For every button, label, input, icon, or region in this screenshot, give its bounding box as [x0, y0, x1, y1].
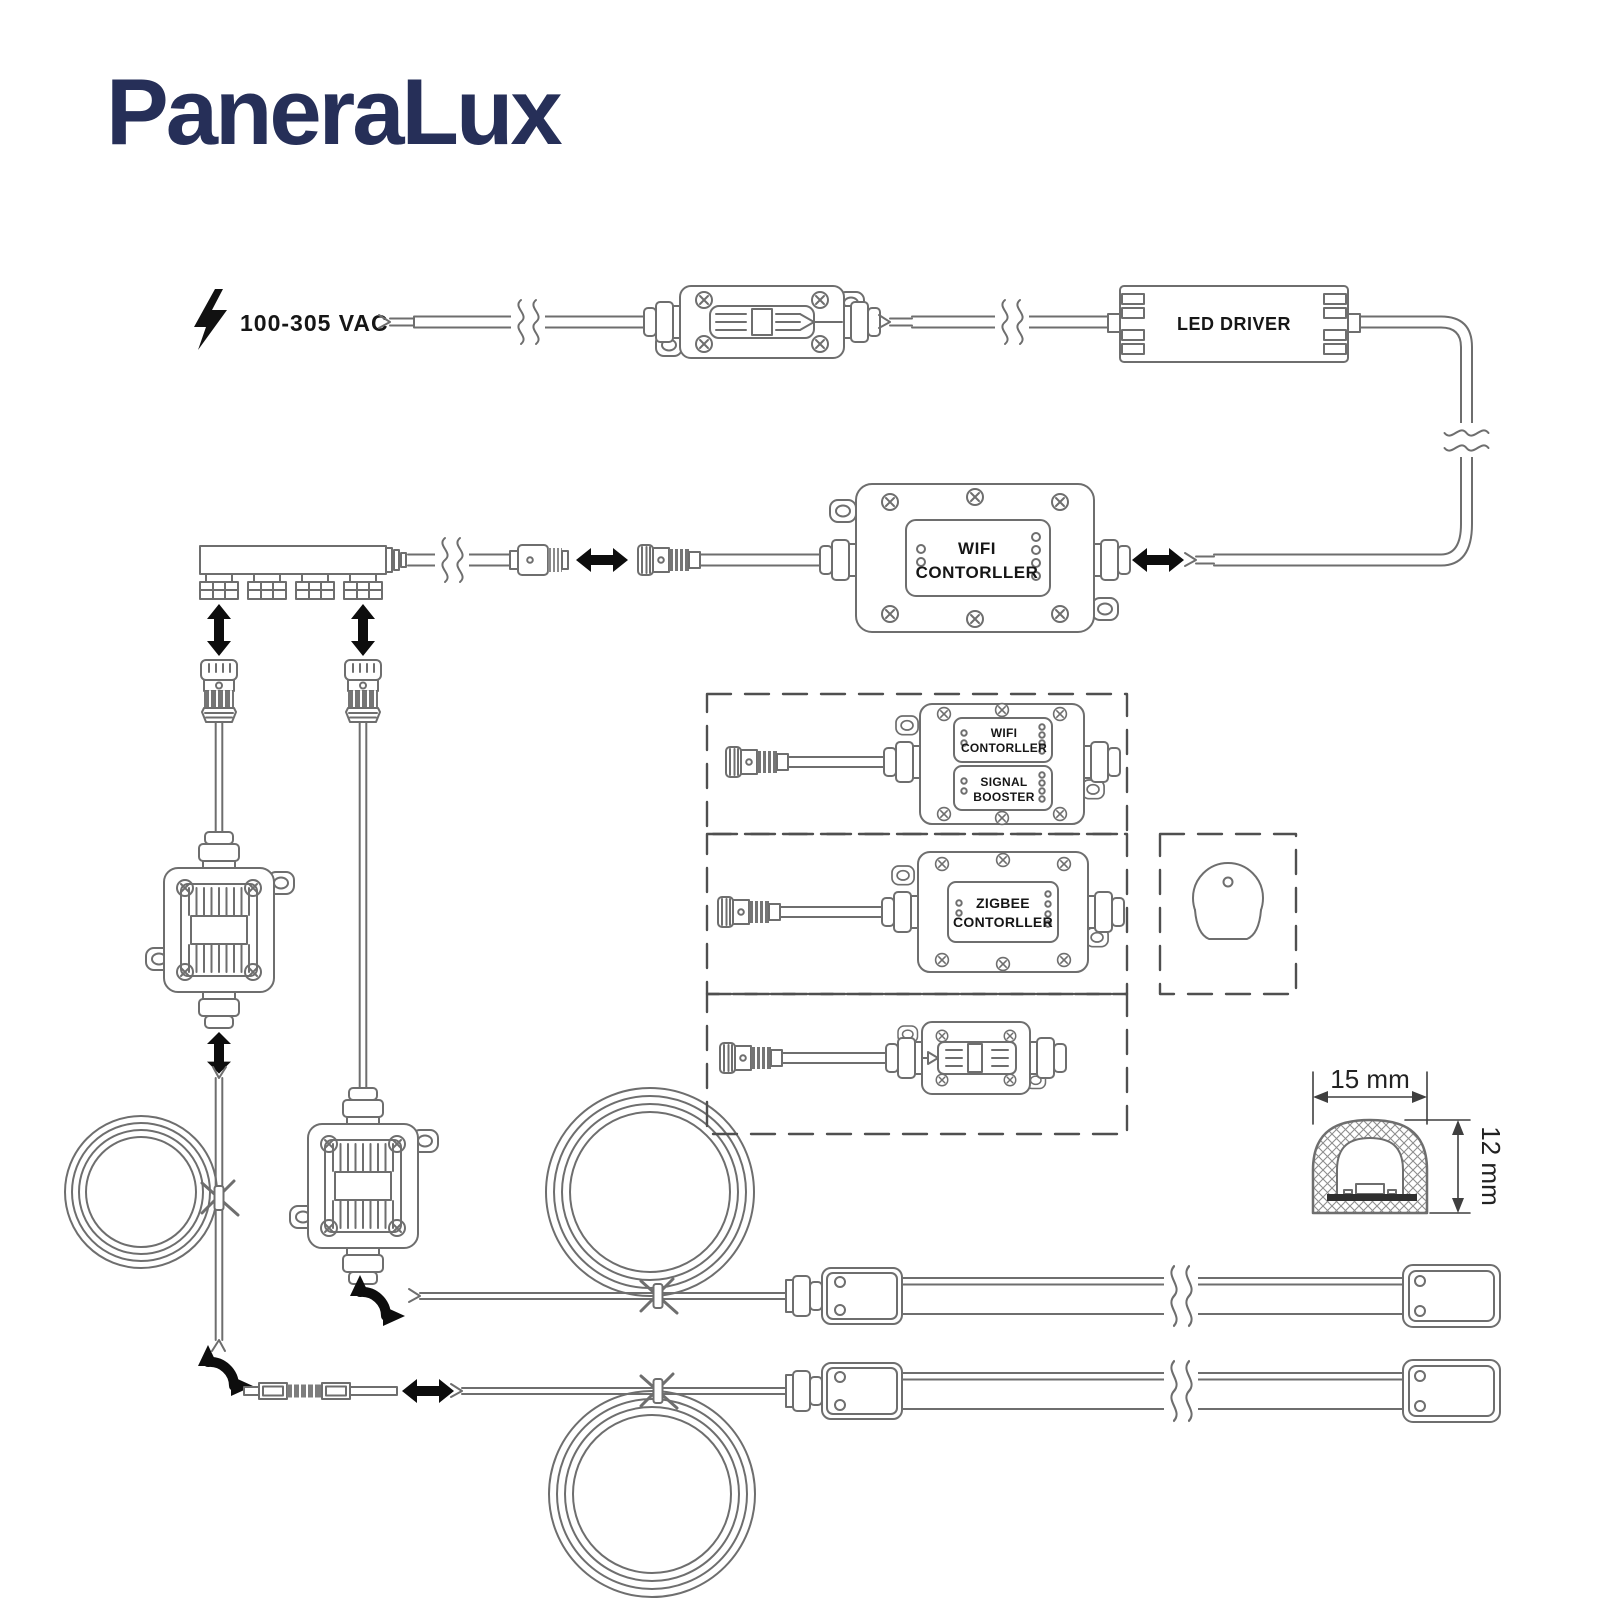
- inline-junction-box-top: [643, 285, 881, 359]
- inline-junction-box-optional: [719, 1021, 1067, 1095]
- female-connector-icon: [725, 746, 789, 778]
- cable-gland-icon: [643, 301, 681, 343]
- booster-wifi-label-line2: CONTORLLER: [961, 741, 1047, 755]
- wifi-controller-label-line1: WIFI: [958, 539, 996, 558]
- curved-connect-arrow-icon: [350, 1275, 405, 1326]
- cable-gland-icon: [881, 891, 919, 933]
- cable-break-icon: [994, 299, 1030, 345]
- ac-power-cord: [378, 299, 647, 345]
- cable-break-icon: [434, 537, 470, 583]
- extension-cable-left: [200, 659, 238, 833]
- driver-output-wire: [1184, 315, 1490, 567]
- cable-gland-icon: [342, 1087, 384, 1125]
- wifi-controller-label-line2: CONTORLLER: [916, 563, 1039, 582]
- female-connector-icon: [719, 1042, 783, 1074]
- connect-arrow-icon: [350, 603, 376, 657]
- led-driver: LED DRIVER: [1107, 285, 1361, 363]
- connect-arrow-icon: [401, 1378, 455, 1404]
- male-connector-icon: [509, 544, 569, 576]
- cable-gland-icon: [1029, 1037, 1067, 1079]
- strip-profile-dimensions: 15 mm 12 mm: [1311, 1064, 1506, 1215]
- cable-gland-icon: [819, 539, 857, 581]
- booster-label-line1: SIGNAL: [980, 775, 1027, 789]
- strip-width-label: 15 mm: [1330, 1064, 1409, 1094]
- strip-height-label: 12 mm: [1476, 1126, 1506, 1205]
- female-connector-icon: [637, 544, 701, 576]
- cable-gland-icon: [198, 831, 240, 869]
- distribution-splitter: [199, 545, 407, 600]
- wifi-signal-booster-unit: WIFI CONTORLLER SIGNAL BOOSTER: [725, 702, 1121, 826]
- zigbee-label-line1: ZIGBEE: [976, 895, 1030, 911]
- splice-connector: [243, 1382, 398, 1400]
- connect-arrow-icon: [206, 1031, 232, 1075]
- cable-gland-icon: [1093, 539, 1131, 581]
- cable-break-icon: [1443, 422, 1490, 458]
- stripped-wire-icon: [1184, 552, 1197, 567]
- brand-logo: PaneraLux: [106, 59, 563, 164]
- connect-arrow-icon: [1131, 547, 1185, 573]
- splitter-output-cable: [407, 537, 569, 583]
- controller-input-cable: [637, 544, 825, 576]
- cable-break-icon: [510, 299, 546, 345]
- cable-gland-icon: [843, 301, 881, 343]
- cable-gland-icon: [198, 991, 240, 1029]
- cable-gland-icon: [342, 1247, 384, 1285]
- extension-cable-right: [344, 659, 382, 1089]
- zigbee-label-line2: CONTORLLER: [953, 914, 1053, 930]
- driver-input-cable: [878, 299, 1109, 345]
- zigbee-controller-unit: ZIGBEE CONTORLLER: [717, 851, 1125, 973]
- round-smart-button: [1192, 862, 1264, 940]
- male-connector-icon: [344, 659, 382, 723]
- led-strip-2: [450, 1360, 1500, 1598]
- wifi-controller-box: WIFI CONTORLLER: [819, 483, 1131, 633]
- stripped-wire-icon: [211, 1339, 226, 1352]
- led-driver-label: LED DRIVER: [1177, 314, 1291, 334]
- lightning-bolt-icon: [194, 289, 227, 350]
- cable-gland-icon: [1083, 741, 1121, 783]
- led-strip-1: [408, 1087, 1500, 1327]
- splitter-ports: [199, 573, 383, 600]
- connect-arrow-icon: [206, 603, 232, 657]
- strip-pcb-base: [1327, 1194, 1417, 1201]
- cable-gland-icon: [885, 1037, 923, 1079]
- wire-coil-left: [64, 1115, 240, 1269]
- extension-junction-right: [289, 1087, 439, 1285]
- extension-junction-left: [145, 831, 295, 1029]
- stripped-wire-icon: [408, 1288, 421, 1303]
- connect-arrow-icon: [575, 547, 629, 573]
- ac-voltage-label: 100-305 VAC: [240, 310, 389, 336]
- led-chip-icon: [1355, 1183, 1385, 1195]
- male-connector-icon: [200, 659, 238, 723]
- female-connector-icon: [717, 896, 781, 928]
- optional-modules-panel: [705, 692, 1298, 1136]
- cable-gland-icon: [883, 741, 921, 783]
- booster-wifi-label-line1: WIFI: [991, 726, 1018, 740]
- cable-gland-icon: [1087, 891, 1125, 933]
- ac-power-input: 100-305 VAC: [194, 289, 389, 350]
- booster-label-line2: BOOSTER: [973, 790, 1034, 804]
